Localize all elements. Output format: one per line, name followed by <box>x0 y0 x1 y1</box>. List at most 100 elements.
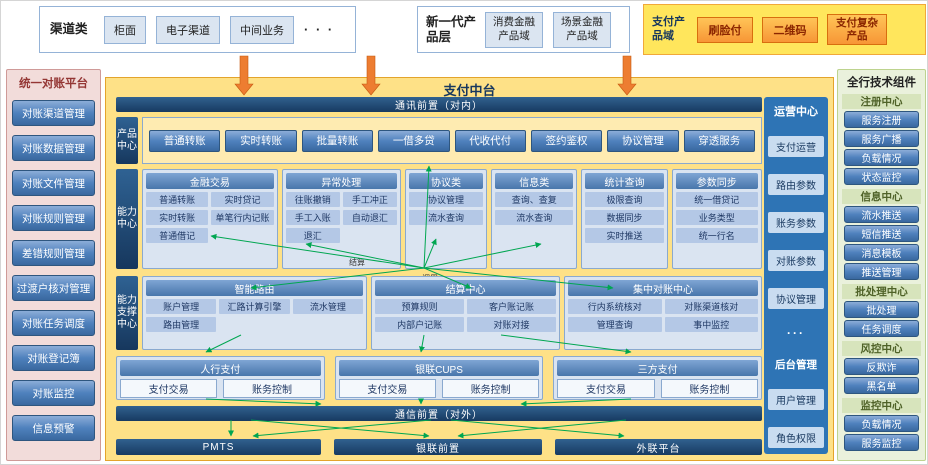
group-items: 往账撤销手工冲正手工入账自动退汇退汇 <box>285 192 397 243</box>
support-item: 内部户记账 <box>375 317 465 332</box>
channel-category-box: 渠道类 柜面电子渠道中间业务 · · · <box>39 6 356 53</box>
reconciliation-item: 对账渠道管理 <box>12 100 95 126</box>
channel-item: 中间业务 <box>230 15 294 44</box>
ops-item: 路由参数 <box>768 174 824 195</box>
product-layer-box: 新一代产品层 消费金融产品域场景金融产品域 <box>417 6 630 53</box>
support-item: 对账对接 <box>467 317 557 332</box>
ops-admin-item: 用户管理 <box>768 389 824 410</box>
tech-item: 任务调度 <box>844 320 919 337</box>
tech-item: 服务监控 <box>844 434 919 451</box>
payment-domain-item: 二维码 <box>762 16 818 43</box>
comm-front-internal-bar: 通讯前置（对内） <box>116 97 762 112</box>
capability-item: 手工入账 <box>285 210 340 225</box>
risk-items: 反欺诈黑名单 <box>838 358 925 394</box>
payment-item: 支付交易 <box>338 379 437 398</box>
capability-support-row: 能力支撑中心 智能路由 账户管理汇路计算引擎流水管理路由管理 结算中心 预算规则… <box>116 276 762 350</box>
support-item: 客户账记账 <box>467 299 557 314</box>
group-title: 结算中心 <box>375 280 557 296</box>
group-items: 支付交易账务控制 <box>557 379 759 398</box>
tech-item: 反欺诈 <box>844 358 919 375</box>
comm-front-external-bar: 通信前置（对外） <box>116 406 762 421</box>
capability-center-row: 能力中心 金融交易 普通转账实时贷记实时转账单笔行内记账普通借记 异常处理 往账… <box>116 169 762 269</box>
reconciliation-item: 过渡户核对管理 <box>12 275 95 301</box>
pmts-bar: PMTS <box>116 439 321 455</box>
support-item: 流水管理 <box>292 299 364 314</box>
payment-item: 账务控制 <box>223 379 321 398</box>
group-items: 支付交易账务控制 <box>120 379 321 398</box>
product-center-label: 产品中心 <box>116 117 138 164</box>
ops-admin-item: 角色权限 <box>768 427 824 448</box>
product-layer-label: 新一代产品层 <box>426 14 477 44</box>
group-title: 参数同步 <box>675 173 758 189</box>
group-items: 账户管理汇路计算引擎流水管理路由管理 <box>146 299 364 332</box>
capability-item: 业务类型 <box>675 210 758 225</box>
ops-item: 对账参数 <box>768 250 824 271</box>
product-button: 实时转账 <box>225 129 297 152</box>
tech-components-title: 全行技术组件 <box>847 77 916 89</box>
payment-domain-box: 支付产品域 刷脸付 二维码 支付复杂产品 <box>643 4 926 55</box>
group-financial-transaction: 金融交易 普通转账实时贷记实时转账单笔行内记账普通借记 <box>142 169 278 269</box>
group-information: 信息类 查询、查复流水查询 <box>491 169 578 269</box>
payment-item: 支付交易 <box>557 379 655 398</box>
group-title: 协议类 <box>408 173 484 189</box>
channel-item: 柜面 <box>104 15 146 44</box>
arrow-label-settlement: 结算 <box>349 258 365 267</box>
group-statistics-query: 统计查询 极限查询数据同步实时推送 <box>581 169 668 269</box>
support-item: 汇路计算引擎 <box>219 299 290 314</box>
reconciliation-platform-panel: 统一对账平台 对账渠道管理对账数据管理对账文件管理对账规则管理差错规则管理过渡户… <box>6 69 101 461</box>
product-button: 签约鉴权 <box>530 129 603 152</box>
ops-admin-label: 后台管理 <box>775 359 817 371</box>
product-button: 代收代付 <box>454 129 526 152</box>
reconciliation-item: 对账任务调度 <box>12 310 95 336</box>
group-items: 协议管理流水查询 <box>408 192 484 225</box>
third-party-payment-group: 三方支付 支付交易账务控制 <box>553 356 763 400</box>
group-agreement: 协议类 协议管理流水查询 <box>404 169 488 269</box>
product-button: 穿透服务 <box>683 129 755 152</box>
capability-item: 协议管理 <box>408 192 484 207</box>
group-items: 查询、查复流水查询 <box>495 192 574 225</box>
product-button: 一借多贷 <box>378 129 450 152</box>
batch-items: 批处理任务调度 <box>838 301 925 337</box>
capability-item: 自动退汇 <box>342 210 397 225</box>
support-item: 事中监控 <box>664 317 758 332</box>
center-title: 支付中台 <box>443 83 496 98</box>
payment-item: 支付交易 <box>120 379 218 398</box>
capability-item: 实时推送 <box>585 228 664 243</box>
group-smart-routing: 智能路由 账户管理汇路计算引擎流水管理路由管理 <box>142 276 368 350</box>
support-item: 预算规则 <box>375 299 465 314</box>
tech-item: 服务广播 <box>844 130 919 147</box>
operations-center-title: 运营中心 <box>774 106 818 118</box>
tech-components-panel: 全行技术组件 注册中心 服务注册服务广播负载情况状态监控 信息中心 流水推送短信… <box>837 69 926 461</box>
reconciliation-items: 对账渠道管理对账数据管理对账文件管理对账规则管理差错规则管理过渡户核对管理对账任… <box>7 100 100 441</box>
unionpay-cups-group: 银联CUPS 支付交易账务控制 <box>334 356 544 400</box>
capability-center-label: 能力中心 <box>116 169 138 269</box>
capability-item: 数据同步 <box>585 210 664 225</box>
reconciliation-platform-title: 统一对账平台 <box>19 78 88 90</box>
capability-item: 统一行名 <box>675 228 758 243</box>
group-items: 支付交易账务控制 <box>338 379 540 398</box>
product-center-buttons: 普通转账实时转账批量转账一借多贷代收代付签约鉴权协议管理穿透服务 <box>142 117 762 164</box>
section-title-monitor: 监控中心 <box>842 398 921 413</box>
tech-item: 负载情况 <box>844 149 919 166</box>
payment-item: 账务控制 <box>442 379 540 398</box>
section-title-batch: 批处理中心 <box>842 284 921 299</box>
group-title: 金融交易 <box>146 173 274 189</box>
support-item: 账户管理 <box>146 299 217 314</box>
pboc-payment-group: 人行支付 支付交易账务控制 <box>116 356 325 400</box>
payment-domain-label: 支付产品域 <box>652 16 685 42</box>
tech-item: 消息模板 <box>844 244 919 261</box>
payment-rails-row: 人行支付 支付交易账务控制 银联CUPS 支付交易账务控制 三方支付 支付交易账… <box>116 356 763 400</box>
channel-category-label: 渠道类 <box>50 22 88 36</box>
group-items: 行内系统核对对账渠道核对管理查询事中监控 <box>568 299 758 332</box>
capability-support-label: 能力支撑中心 <box>116 276 138 350</box>
ops-item: 支付运营 <box>768 136 824 157</box>
group-title: 统计查询 <box>585 173 664 189</box>
group-settlement-center: 结算中心 预算规则客户账记账内部户记账对账对接 <box>371 276 561 350</box>
group-items: 极限查询数据同步实时推送 <box>585 192 664 243</box>
group-title: 智能路由 <box>146 280 364 296</box>
section-title-registry: 注册中心 <box>842 94 921 109</box>
registry-items: 服务注册服务广播负载情况状态监控 <box>838 111 925 185</box>
channel-item: 电子渠道 <box>156 15 220 44</box>
reconciliation-item: 差错规则管理 <box>12 240 95 266</box>
